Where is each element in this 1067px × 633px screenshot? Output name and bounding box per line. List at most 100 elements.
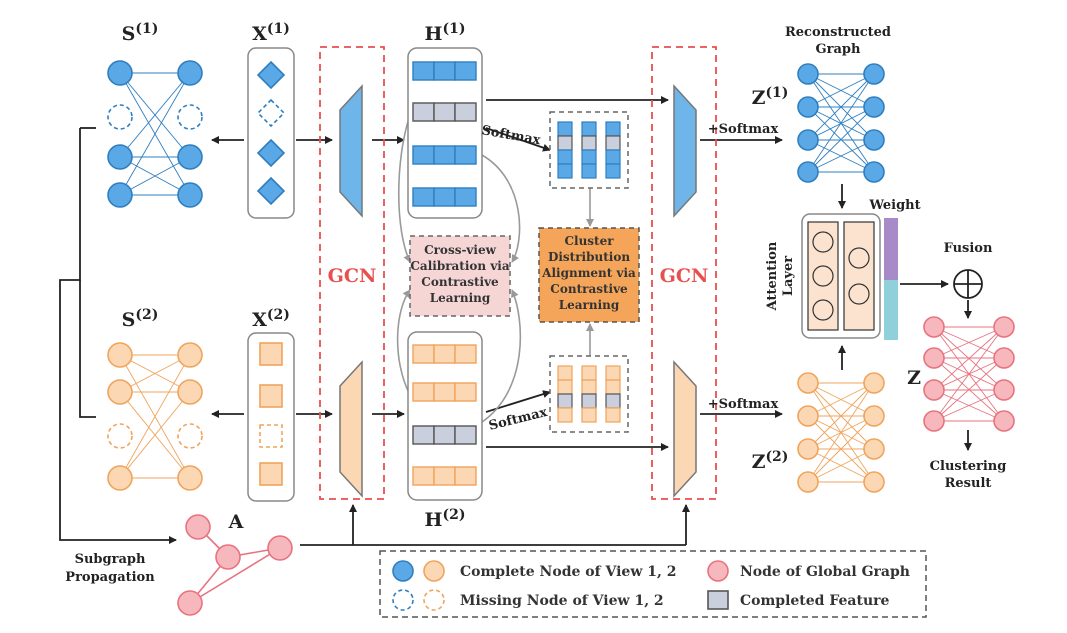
- feature-cell: [412, 466, 435, 486]
- svg-text:Learning: Learning: [430, 291, 491, 305]
- graph-edge: [807, 448, 875, 483]
- s1-label: S(1): [122, 21, 159, 45]
- feature-cell: [412, 187, 435, 207]
- legend-global-node-icon: [707, 560, 729, 582]
- graph-edge: [119, 156, 191, 196]
- svg-text:Alignment via: Alignment via: [541, 266, 636, 280]
- node: [863, 129, 885, 151]
- node: [797, 96, 819, 118]
- graph-edge: [807, 382, 875, 450]
- z1-label: Z(1): [752, 85, 789, 109]
- softmax-matrix-bottom: [557, 365, 621, 423]
- feature-cell: [412, 382, 435, 402]
- x2-label: X(2): [252, 307, 290, 331]
- node: [863, 96, 885, 118]
- svg-text:Learning: Learning: [559, 298, 620, 312]
- svg-text:Cross-view: Cross-view: [424, 243, 497, 257]
- node: [177, 465, 203, 491]
- weight-label: Weight: [868, 198, 920, 213]
- global-node: [177, 590, 203, 616]
- node: [797, 438, 819, 460]
- node: [993, 347, 1015, 369]
- x1-box: [247, 47, 295, 219]
- legend-missing-label: Missing Node of View 1, 2: [460, 593, 664, 609]
- node: [993, 379, 1015, 401]
- feature-cell: [454, 145, 477, 165]
- legend-complete-label: Complete Node of View 1, 2: [460, 564, 677, 580]
- node: [797, 471, 819, 493]
- prob-cell: [605, 163, 621, 179]
- node: [177, 60, 203, 86]
- reconstructed-label-1: Reconstructed: [785, 25, 891, 40]
- softmax-matrix-top: [557, 121, 621, 179]
- prob-cell: [581, 121, 597, 137]
- graph-edge: [807, 73, 875, 141]
- prob-cell: [581, 407, 597, 423]
- gcn-left-label: GCN: [328, 265, 377, 287]
- node: [797, 161, 819, 183]
- graph-s2: [107, 342, 203, 491]
- feature-cell: [433, 187, 456, 207]
- missing-node: [107, 104, 133, 130]
- node: [107, 465, 133, 491]
- node: [923, 410, 945, 432]
- x1-label: X(1): [252, 21, 290, 45]
- weight-bar-view1: [884, 218, 898, 280]
- attention-label-line1: Attention: [765, 241, 780, 311]
- contrastive-connectors: [396, 114, 594, 423]
- attention-label-line2: Layer: [781, 256, 796, 296]
- legend-symbols: [392, 560, 729, 611]
- node: [923, 316, 945, 338]
- node: [863, 405, 885, 427]
- plus-softmax-bottom: +Softmax: [708, 397, 779, 412]
- completed-feature-cell: [605, 393, 621, 409]
- legend-missing-orange-icon: [423, 589, 445, 611]
- subgraph-label-2: Propagation: [65, 570, 155, 585]
- node: [177, 182, 203, 208]
- subgraph-label-1: Subgraph: [75, 552, 146, 567]
- global-node: [215, 544, 241, 570]
- node: [797, 129, 819, 151]
- completed-feature-cell: [433, 425, 456, 445]
- node: [107, 182, 133, 208]
- feature-cell: [433, 61, 456, 81]
- graph-edge: [119, 72, 191, 158]
- node: [177, 342, 203, 368]
- cluster-alignment-text: Cluster Distribution Alignment via Contr…: [541, 234, 636, 312]
- feature-cell: [412, 145, 435, 165]
- node: [993, 316, 1015, 338]
- h2-feature-rows: [412, 344, 477, 486]
- feature-cell: [454, 466, 477, 486]
- encoder-view1: [339, 84, 363, 218]
- graph-edge: [119, 391, 191, 479]
- prob-cell: [557, 379, 573, 395]
- node: [863, 161, 885, 183]
- completed-feature-cell: [605, 135, 621, 151]
- h1-feature-rows: [412, 61, 477, 207]
- completed-feature-cell: [581, 393, 597, 409]
- gcn-box-left: [319, 46, 385, 500]
- feature-cell: [454, 61, 477, 81]
- legend-complete-blue-icon: [392, 560, 414, 582]
- graph-edge: [807, 73, 875, 108]
- node: [107, 379, 133, 405]
- legend-box: [379, 550, 927, 618]
- graph-edge: [119, 72, 191, 196]
- graph-edge: [119, 354, 191, 479]
- graph-edge: [807, 382, 875, 417]
- completed-feature-cell: [412, 102, 435, 122]
- graph-edge: [807, 106, 875, 173]
- weight-bar-view2: [884, 280, 898, 340]
- feature-cell: [454, 344, 477, 364]
- node: [923, 379, 945, 401]
- clustering-label-2: Result: [945, 476, 992, 491]
- plus-softmax-top: +Softmax: [708, 122, 779, 137]
- missing-node: [177, 104, 203, 130]
- fusion-label: Fusion: [944, 241, 993, 256]
- graph-edge: [119, 354, 191, 393]
- prob-cell: [581, 163, 597, 179]
- legend-missing-blue-icon: [392, 589, 414, 611]
- graph-edge: [933, 326, 1005, 391]
- completed-feature-cell: [433, 102, 456, 122]
